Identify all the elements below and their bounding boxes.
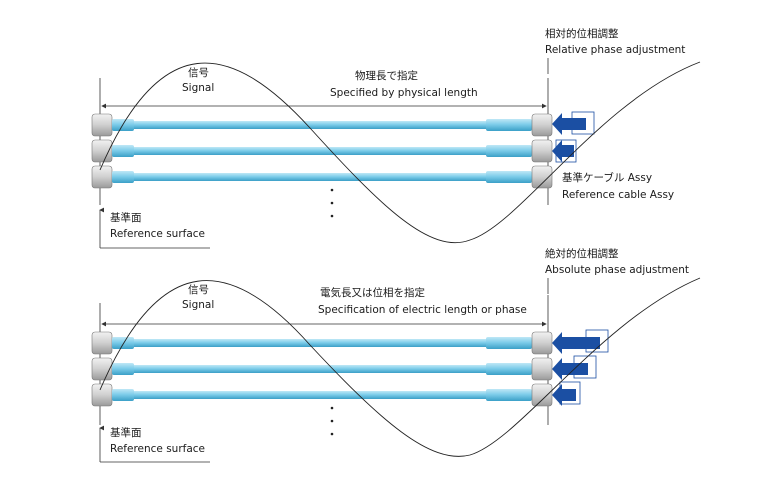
bottom-length-label-en: Specification of electric length or phas… [318, 304, 527, 316]
top-adjust-label-jp: 相対的位相調整 [545, 27, 619, 40]
bottom-adjust-arrow-3 [552, 381, 581, 406]
bottom-continuation-dot [330, 419, 334, 423]
top-adjust-label-en: Relative phase adjustment [545, 44, 685, 56]
top-adjust-arrow-2 [552, 139, 577, 163]
bottom-adjust-arrow-2 [552, 355, 597, 380]
top-signal-wave [99, 61, 701, 244]
bottom-cable-1 [91, 331, 553, 355]
bottom-continuation-dot [330, 432, 334, 436]
bottom-panel: 信号 Signal 電気長又は位相を指定 Specification of el… [91, 247, 701, 463]
top-continuation-dot [330, 201, 334, 205]
top-cable-3 [91, 165, 553, 189]
top-continuation-dot [330, 214, 334, 218]
top-reference-cable-label-jp: 基準ケーブル Assy [562, 171, 652, 184]
top-continuation-dot [330, 188, 334, 192]
top-cable-1 [91, 113, 553, 137]
bottom-surface-label-en: Reference surface [110, 443, 205, 455]
top-cable-2 [91, 139, 553, 163]
bottom-adjust-arrow-1 [552, 329, 609, 354]
top-surface-label-jp: 基準面 [110, 211, 142, 224]
bottom-continuation-dot [330, 406, 334, 410]
top-panel: 信号 Signal 物理長で指定 Specified by physical l… [91, 27, 701, 249]
top-reference-cable-label-en: Reference cable Assy [562, 189, 674, 201]
top-length-label-en: Specified by physical length [330, 87, 478, 99]
bottom-signal-wave [99, 277, 701, 457]
top-length-label-jp: 物理長で指定 [355, 69, 418, 82]
bottom-cable-3 [91, 383, 553, 407]
bottom-adjust-label-jp: 絶対的位相調整 [545, 247, 619, 260]
bottom-surface-label-jp: 基準面 [110, 426, 142, 439]
bottom-signal-label-en: Signal [182, 299, 214, 311]
top-surface-label-en: Reference surface [110, 228, 205, 240]
bottom-length-label-jp: 電気長又は位相を指定 [320, 286, 425, 299]
top-signal-label-en: Signal [182, 82, 214, 94]
top-signal-label-jp: 信号 [188, 67, 209, 79]
bottom-signal-label-jp: 信号 [188, 284, 209, 296]
bottom-cable-2 [91, 357, 553, 381]
bottom-adjust-label-en: Absolute phase adjustment [545, 264, 689, 276]
top-adjust-arrow-1 [552, 111, 595, 135]
